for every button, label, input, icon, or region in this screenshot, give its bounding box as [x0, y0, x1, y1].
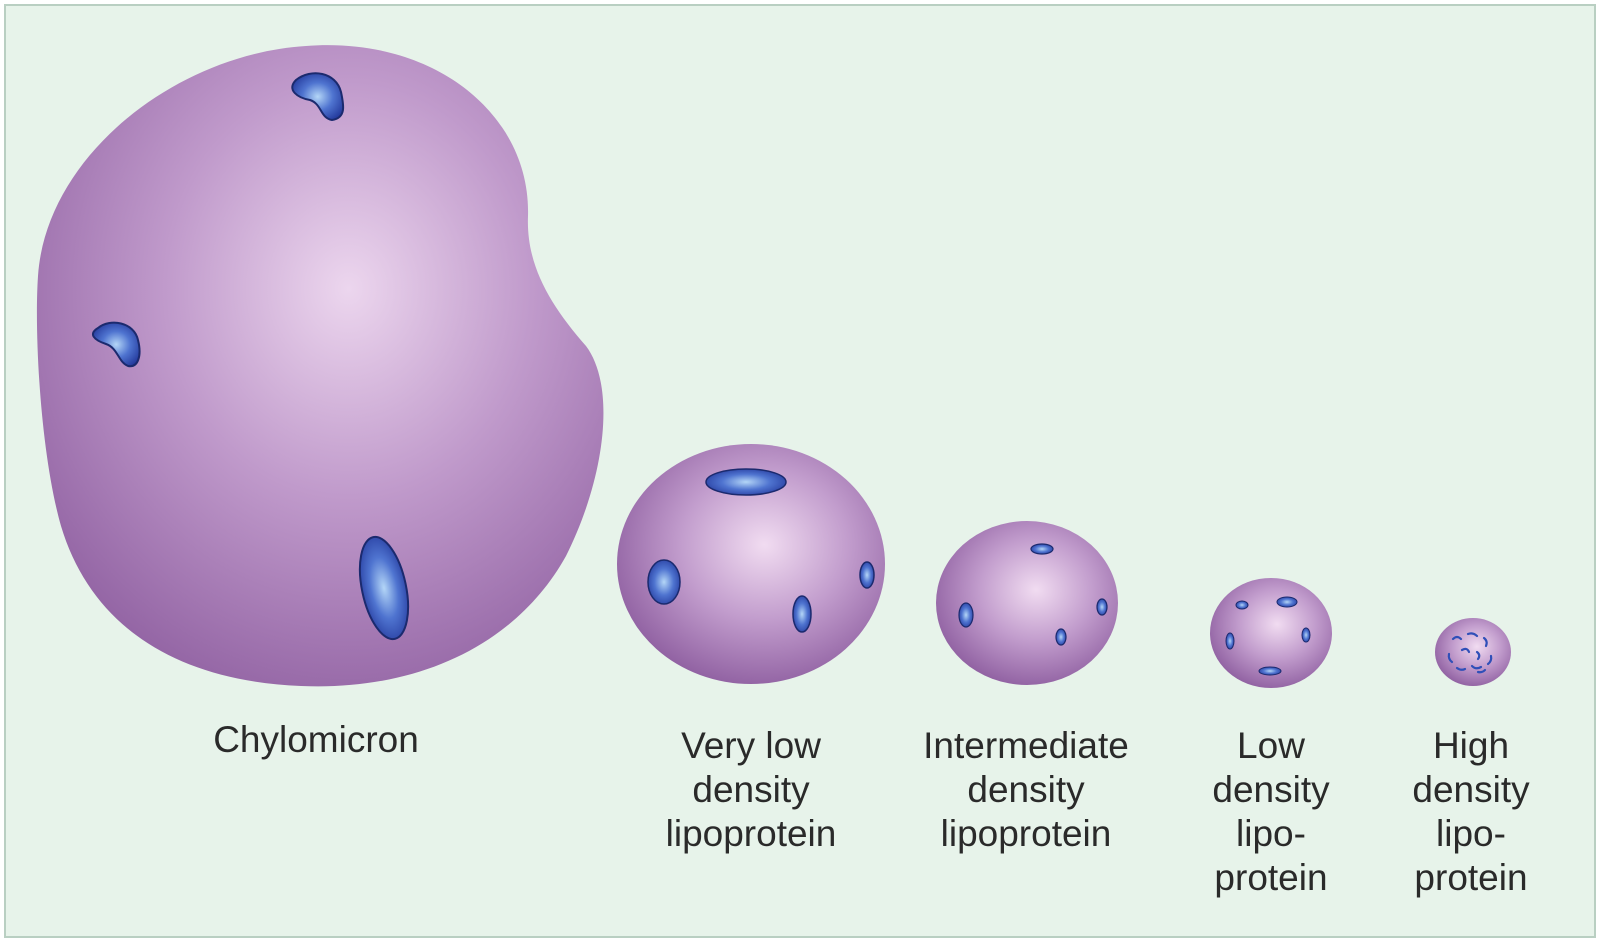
apolipoprotein-shape [706, 469, 786, 495]
apolipoprotein-shape [1031, 544, 1053, 554]
apolipoprotein-shape [1236, 601, 1248, 609]
label-line: density [1181, 768, 1361, 812]
label-chylomicron: Chylomicron [126, 718, 506, 762]
apolipoprotein-shape [1259, 667, 1281, 675]
label-line: density [1381, 768, 1561, 812]
label-line: High [1381, 724, 1561, 768]
apolipoprotein-shape [648, 560, 680, 604]
apolipoprotein-shape [1277, 597, 1297, 607]
label-line: lipoprotein [891, 812, 1161, 856]
apolipoprotein-shape [959, 603, 973, 627]
apolipoprotein-shape [1226, 633, 1234, 649]
apolipoprotein-shape [1302, 628, 1310, 642]
label-idl: Intermediate density lipoprotein [891, 724, 1161, 856]
label-line: protein [1181, 856, 1361, 900]
label-line: density [621, 768, 881, 812]
apolipoprotein-shape [1097, 599, 1107, 615]
label-line: lipoprotein [621, 812, 881, 856]
apolipoprotein-shape [1056, 629, 1066, 645]
label-line: lipo- [1381, 812, 1561, 856]
hdl-body [1435, 618, 1511, 686]
label-line: Very low [621, 724, 881, 768]
label-hdl: High density lipo- protein [1381, 724, 1561, 900]
idl-body [936, 521, 1118, 685]
chylomicron-particle [37, 45, 604, 686]
label-ldl: Low density lipo- protein [1181, 724, 1361, 900]
label-vldl: Very low density lipoprotein [621, 724, 881, 856]
chylomicron-body [37, 45, 604, 686]
label-line: Low [1181, 724, 1361, 768]
label-line: lipo- [1181, 812, 1361, 856]
diagram-frame: Chylomicron Very low density lipoprotein… [4, 4, 1596, 938]
apolipoprotein-shape [793, 596, 811, 632]
label-line: protein [1381, 856, 1561, 900]
label-line: density [891, 768, 1161, 812]
label-line: Chylomicron [126, 718, 506, 762]
vldl-particle [617, 444, 885, 684]
hdl-particle [1435, 618, 1511, 686]
apolipoprotein-shape [860, 562, 874, 588]
ldl-particle [1210, 578, 1332, 688]
idl-particle [936, 521, 1118, 685]
label-line: Intermediate [891, 724, 1161, 768]
